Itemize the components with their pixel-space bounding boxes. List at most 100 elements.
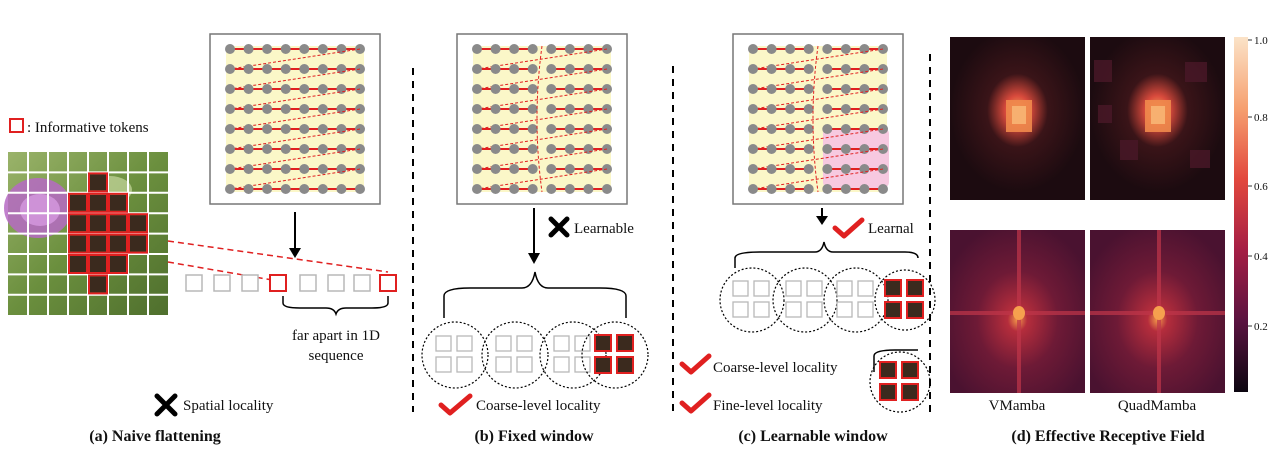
- colorbar-tick-label: 0.6: [1254, 181, 1268, 193]
- token-node: [564, 64, 575, 74]
- learnable-label-b: Learnable: [574, 221, 634, 237]
- informative-token: [88, 213, 108, 234]
- token-node: [527, 164, 538, 174]
- window-token: [574, 335, 591, 352]
- token-node: [225, 104, 235, 114]
- vmamba-label: VMamba: [989, 398, 1046, 414]
- coarse-locality-label-b: Coarse-level locality: [476, 398, 601, 414]
- window-token: [806, 280, 823, 297]
- token-node: [766, 144, 777, 154]
- informative-token: [128, 213, 148, 234]
- informative-token: [379, 274, 397, 292]
- token-node: [803, 104, 814, 114]
- informative-token: [594, 356, 612, 374]
- informative-token: [88, 172, 108, 193]
- token-node: [803, 44, 814, 54]
- informative-token: [906, 279, 924, 297]
- token-node: [472, 64, 482, 74]
- token-node: [472, 104, 482, 114]
- sequence-token: [241, 274, 259, 292]
- cross-icon: [548, 216, 570, 238]
- token-node: [564, 84, 575, 94]
- token-node: [509, 84, 520, 94]
- token-node: [546, 184, 557, 194]
- window-boundary: [812, 45, 819, 193]
- token-node: [509, 144, 520, 154]
- token-node: [472, 84, 482, 94]
- fixed-windows: [421, 321, 649, 389]
- token-node: [822, 144, 833, 154]
- token-node: [748, 44, 758, 54]
- token-node: [803, 144, 814, 154]
- token-node: [509, 104, 520, 114]
- token-node: [317, 44, 328, 54]
- window-circle: [823, 267, 889, 333]
- token-node: [225, 64, 235, 74]
- token-node: [766, 44, 777, 54]
- token-node: [336, 184, 347, 194]
- informative-token: [108, 233, 128, 254]
- token-node: [490, 184, 501, 194]
- token-node: [803, 124, 814, 134]
- token-node: [299, 164, 310, 174]
- window-circle: [421, 321, 489, 389]
- token-node: [546, 104, 557, 114]
- token-node: [822, 84, 833, 94]
- token-node: [317, 144, 328, 154]
- token-node: [299, 44, 310, 54]
- window-token: [753, 280, 770, 297]
- colorbar-tick-label: 1.0: [1254, 35, 1268, 47]
- informative-token: [879, 383, 897, 401]
- naive-flatten-grid: [209, 33, 381, 205]
- token-node: [803, 184, 814, 194]
- informative-token: [88, 254, 108, 274]
- check-icon: [832, 217, 865, 239]
- token-node: [546, 144, 557, 154]
- window-token: [732, 301, 749, 318]
- token-node: [317, 64, 328, 74]
- window-token: [456, 356, 473, 373]
- token-node: [785, 64, 796, 74]
- token-node: [280, 104, 291, 114]
- token-node: [225, 144, 235, 154]
- fine-locality-label-c: Fine-level locality: [713, 398, 823, 414]
- caption-c: (c) Learnable window: [738, 428, 888, 445]
- window-token: [836, 301, 853, 318]
- informative-token: [68, 192, 88, 213]
- informative-token: [68, 213, 88, 234]
- panel-c: Learnal Coarse-level locality Fine-level…: [679, 33, 936, 445]
- far-apart-label-line1: far apart in 1D: [292, 328, 380, 344]
- token-node: [766, 124, 777, 134]
- token-node: [785, 44, 796, 54]
- window-token: [732, 280, 749, 297]
- token-node: [785, 104, 796, 114]
- window-token: [785, 280, 802, 297]
- sequence-token: [353, 274, 371, 292]
- window-token: [753, 301, 770, 318]
- token-node: [317, 84, 328, 94]
- token-node: [822, 184, 833, 194]
- token-node: [785, 144, 796, 154]
- token-node: [225, 184, 235, 194]
- token-node: [225, 44, 235, 54]
- window-token: [785, 301, 802, 318]
- window-token: [456, 335, 473, 352]
- window-token: [435, 335, 452, 352]
- check-icon: [679, 353, 712, 375]
- window-token: [495, 335, 512, 352]
- token-node: [859, 184, 870, 194]
- flattened-sequence: [185, 274, 397, 292]
- token-node: [766, 64, 777, 74]
- arrow-head-a: [289, 248, 301, 258]
- token-node: [564, 44, 575, 54]
- token-node: [748, 64, 758, 74]
- connector-line-bottom: [167, 261, 279, 282]
- token-node: [243, 44, 254, 54]
- fine-window: [869, 351, 931, 413]
- token-node: [317, 184, 328, 194]
- token-node: [472, 124, 482, 134]
- window-token: [836, 280, 853, 297]
- token-node: [546, 164, 557, 174]
- token-node: [840, 64, 851, 74]
